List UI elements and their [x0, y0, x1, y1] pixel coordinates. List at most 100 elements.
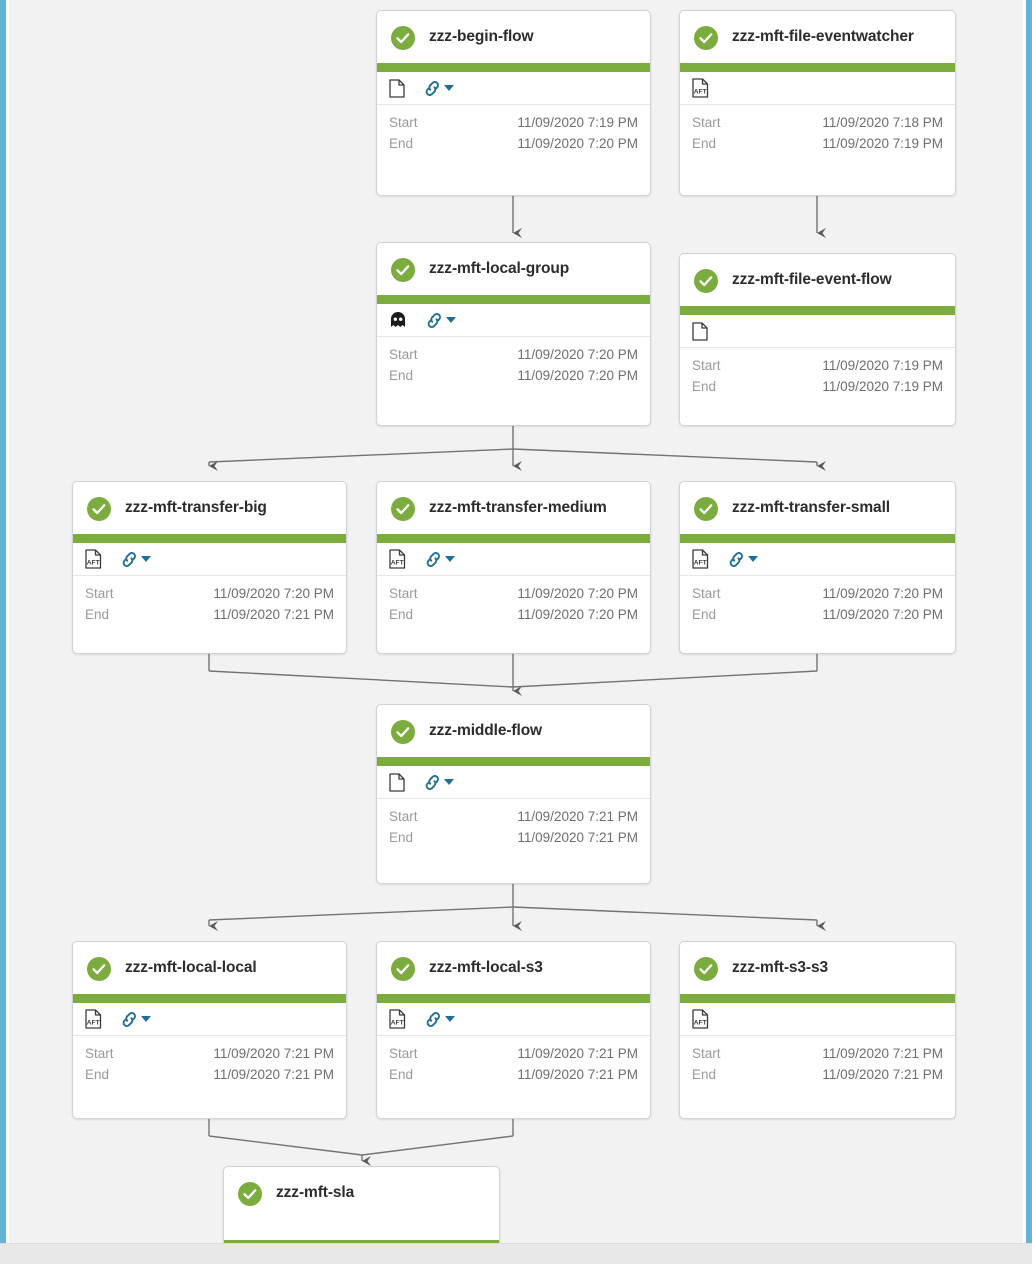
start-label: Start	[389, 347, 418, 362]
link-icon[interactable]	[424, 551, 455, 568]
node-status-bar	[680, 63, 955, 72]
node-header: zzz-mft-local-s3	[377, 942, 650, 994]
status-success-icon	[391, 497, 415, 521]
end-value: 11/09/2020 7:19 PM	[822, 136, 943, 151]
chevron-down-icon[interactable]	[444, 85, 454, 91]
node-title: zzz-mft-file-event-flow	[732, 271, 892, 288]
workflow-node[interactable]: zzz-mft-transfer-big AFT Start 11/09/202…	[72, 481, 347, 654]
end-label: End	[389, 1067, 414, 1082]
workflow-node[interactable]: zzz-mft-local-group Start 11/09/2020 7:2…	[376, 242, 651, 426]
chevron-down-icon[interactable]	[446, 317, 456, 323]
svg-text:AFT: AFT	[694, 1020, 707, 1027]
start-label: Start	[692, 1046, 721, 1061]
start-value: 11/09/2020 7:21 PM	[213, 1046, 334, 1061]
end-time-row: End 11/09/2020 7:19 PM	[692, 133, 943, 154]
start-label: Start	[692, 115, 721, 130]
document-icon[interactable]	[389, 78, 405, 98]
aft-document-icon[interactable]: AFT	[389, 549, 406, 569]
workflow-node[interactable]: zzz-mft-file-event-flow Start 11/09/2020…	[679, 253, 956, 426]
end-label: End	[389, 607, 414, 622]
node-title: zzz-mft-local-s3	[429, 959, 543, 976]
end-value: 11/09/2020 7:21 PM	[213, 607, 334, 622]
start-value: 11/09/2020 7:21 PM	[517, 809, 638, 824]
start-label: Start	[692, 586, 721, 601]
node-header: zzz-mft-transfer-medium	[377, 482, 650, 534]
start-label: Start	[85, 1046, 114, 1061]
end-value: 11/09/2020 7:19 PM	[822, 379, 943, 394]
end-time-row: End 11/09/2020 7:20 PM	[389, 133, 638, 154]
svg-text:AFT: AFT	[694, 560, 707, 567]
aft-document-icon[interactable]: AFT	[85, 1009, 102, 1029]
aft-document-icon[interactable]: AFT	[692, 1009, 709, 1029]
link-icon[interactable]	[423, 80, 454, 97]
end-value: 11/09/2020 7:21 PM	[517, 830, 638, 845]
end-time-row: End 11/09/2020 7:21 PM	[389, 827, 638, 848]
viewport-footer-strip	[0, 1243, 1032, 1264]
workflow-node[interactable]: zzz-middle-flow Start 11/09/2020 7:21 PM…	[376, 704, 651, 884]
svg-text:AFT: AFT	[694, 89, 707, 96]
node-header: zzz-mft-sla	[224, 1167, 499, 1219]
document-icon[interactable]	[389, 772, 405, 792]
start-time-row: Start 11/09/2020 7:21 PM	[692, 1043, 943, 1064]
end-time-row: End 11/09/2020 7:19 PM	[692, 376, 943, 397]
end-time-row: End 11/09/2020 7:21 PM	[692, 1064, 943, 1085]
link-icon[interactable]	[120, 551, 151, 568]
node-header: zzz-middle-flow	[377, 705, 650, 757]
aft-document-icon[interactable]: AFT	[692, 549, 709, 569]
node-title: zzz-begin-flow	[429, 28, 534, 45]
start-value: 11/09/2020 7:19 PM	[517, 115, 638, 130]
chevron-down-icon[interactable]	[444, 779, 454, 785]
chevron-down-icon[interactable]	[445, 1016, 455, 1022]
aft-document-icon[interactable]: AFT	[389, 1009, 406, 1029]
workflow-node[interactable]: zzz-mft-local-s3 AFT Start 11/09/2020 7:…	[376, 941, 651, 1119]
end-label: End	[389, 830, 414, 845]
chevron-down-icon[interactable]	[445, 556, 455, 562]
ghost-icon[interactable]	[389, 311, 407, 329]
aft-document-icon[interactable]: AFT	[692, 78, 709, 98]
link-icon[interactable]	[424, 1011, 455, 1028]
node-header: zzz-begin-flow	[377, 11, 650, 63]
svg-text:AFT: AFT	[87, 560, 100, 567]
link-icon[interactable]	[425, 312, 456, 329]
end-label: End	[692, 607, 717, 622]
node-times: Start 11/09/2020 7:18 PM End 11/09/2020 …	[680, 105, 955, 163]
start-time-row: Start 11/09/2020 7:19 PM	[389, 112, 638, 133]
workflow-node[interactable]: zzz-mft-local-local AFT Start 11/09/2020…	[72, 941, 347, 1119]
workflow-node[interactable]: zzz-begin-flow Start 11/09/2020 7:19 PM …	[376, 10, 651, 196]
end-time-row: End 11/09/2020 7:20 PM	[692, 604, 943, 625]
canvas-right-edge-inner	[1023, 0, 1026, 1243]
node-times: Start 11/09/2020 7:20 PM End 11/09/2020 …	[73, 576, 346, 634]
node-header: zzz-mft-local-group	[377, 243, 650, 295]
chevron-down-icon[interactable]	[141, 1016, 151, 1022]
start-time-row: Start 11/09/2020 7:21 PM	[389, 1043, 638, 1064]
chevron-down-icon[interactable]	[748, 556, 758, 562]
node-icon-row	[377, 72, 650, 105]
status-success-icon	[391, 720, 415, 744]
node-status-bar	[377, 295, 650, 304]
node-header: zzz-mft-file-event-flow	[680, 254, 955, 306]
status-success-icon	[694, 269, 718, 293]
node-status-bar	[680, 534, 955, 543]
node-icon-row: AFT	[680, 72, 955, 105]
workflow-node[interactable]: zzz-mft-transfer-medium AFT Start 11/09/…	[376, 481, 651, 654]
end-value: 11/09/2020 7:21 PM	[517, 1067, 638, 1082]
link-icon[interactable]	[120, 1011, 151, 1028]
document-icon[interactable]	[692, 321, 708, 341]
end-time-row: End 11/09/2020 7:20 PM	[389, 604, 638, 625]
link-icon[interactable]	[423, 774, 454, 791]
workflow-node[interactable]: zzz-mft-s3-s3 AFT Start 11/09/2020 7:21 …	[679, 941, 956, 1119]
end-value: 11/09/2020 7:20 PM	[517, 136, 638, 151]
chevron-down-icon[interactable]	[141, 556, 151, 562]
node-title: zzz-mft-transfer-small	[732, 499, 890, 516]
aft-document-icon[interactable]: AFT	[85, 549, 102, 569]
end-label: End	[85, 607, 110, 622]
node-times: Start 11/09/2020 7:19 PM End 11/09/2020 …	[377, 105, 650, 163]
end-time-row: End 11/09/2020 7:20 PM	[389, 365, 638, 386]
link-icon[interactable]	[727, 551, 758, 568]
node-icon-row: AFT	[73, 543, 346, 576]
start-time-row: Start 11/09/2020 7:21 PM	[389, 806, 638, 827]
node-title: zzz-mft-file-eventwatcher	[732, 28, 914, 45]
workflow-node[interactable]: zzz-mft-transfer-small AFT Start 11/09/2…	[679, 481, 956, 654]
workflow-node[interactable]: zzz-mft-file-eventwatcher AFT Start 11/0…	[679, 10, 956, 196]
